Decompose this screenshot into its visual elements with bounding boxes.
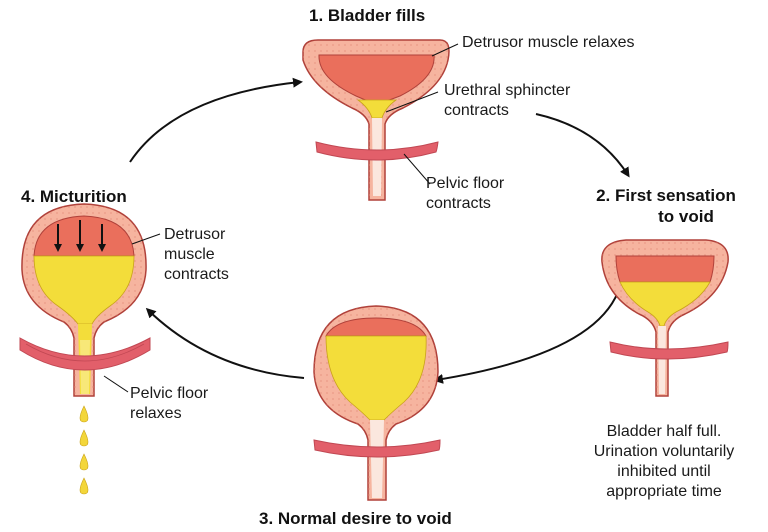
label-urethral-sphincter-line-2: contracts <box>444 102 509 119</box>
label-pelvic-floor-relaxes: Pelvic floor relaxes <box>130 384 208 424</box>
label-pelvic-floor-relaxes-line-2: relaxes <box>130 405 182 422</box>
label-pelvic-floor-contracts-line-1: Pelvic floor <box>426 175 505 192</box>
cycle-arrow-3-to-4 <box>145 307 305 379</box>
stage-2-note-line-3: inhibited until <box>617 463 711 480</box>
label-detrusor-contracts-line-2: muscle <box>164 246 215 263</box>
cycle-arrow-1-to-2 <box>535 113 630 178</box>
pelvic-floor-stage-4 <box>19 337 151 371</box>
pelvic-floor-stage-2 <box>609 341 729 360</box>
stage-3-title: 3. Normal desire to void <box>259 509 452 528</box>
bladder-stage-2 <box>601 239 729 397</box>
stage-2-note-line-2: Urination voluntarily <box>593 443 735 460</box>
leader-urethral-sphincter <box>385 91 439 113</box>
stage-1-title: 1. Bladder fills <box>309 6 426 25</box>
label-detrusor-relaxes: Detrusor muscle relaxes <box>462 34 635 51</box>
stage-2-note: Bladder half full. Urination voluntarily… <box>576 422 752 502</box>
bladder-stage-1 <box>302 39 450 201</box>
leader-pelvic-floor-relaxes <box>103 375 129 393</box>
pelvic-floor-stage-1 <box>315 141 439 161</box>
stage-4-title: 4. Micturition <box>21 187 127 206</box>
stage-2-title-line-2: to void <box>658 207 714 226</box>
leader-detrusor-contracts <box>131 233 161 245</box>
stage-2-note-line-4: appropriate time <box>606 483 722 500</box>
leader-pelvic-floor-contracts <box>403 153 431 185</box>
label-detrusor-contracts-line-1: Detrusor <box>164 226 226 243</box>
urine-drops <box>79 405 89 495</box>
label-pelvic-floor-relaxes-line-1: Pelvic floor <box>130 385 209 402</box>
label-detrusor-contracts: Detrusor muscle contracts <box>164 225 229 285</box>
stage-2-title: 2. First sensation to void <box>580 185 752 227</box>
cycle-arrow-2-to-3 <box>433 291 619 384</box>
pelvic-floor-stage-3 <box>313 439 441 458</box>
label-urethral-sphincter-line-1: Urethral sphincter <box>444 82 571 99</box>
cycle-arrow-4-to-1 <box>129 77 303 163</box>
bladder-stage-3 <box>313 305 441 501</box>
label-urethral-sphincter-contracts: Urethral sphincter contracts <box>444 81 570 121</box>
stage-2-title-line-1: 2. First sensation <box>596 186 736 205</box>
leader-detrusor-relaxes <box>431 43 459 57</box>
stage-2-note-line-1: Bladder half full. <box>606 423 722 440</box>
label-detrusor-contracts-line-3: contracts <box>164 266 229 283</box>
label-pelvic-floor-contracts: Pelvic floor contracts <box>426 174 504 214</box>
label-pelvic-floor-contracts-line-2: contracts <box>426 195 491 212</box>
bladder-stage-4 <box>19 203 151 495</box>
